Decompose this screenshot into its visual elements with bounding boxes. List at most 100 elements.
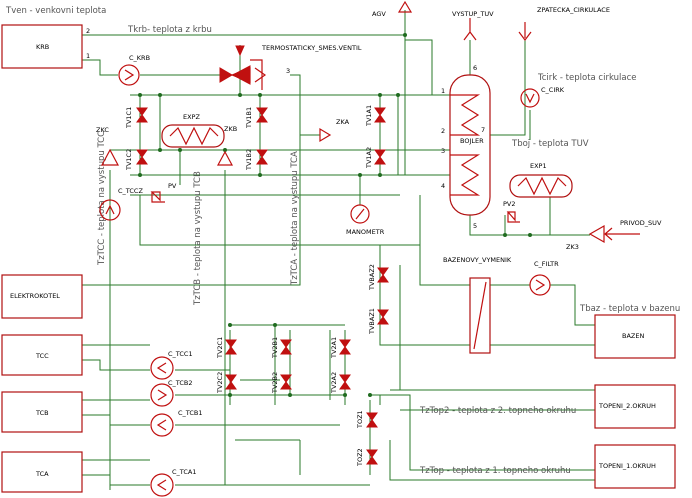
- label-tbaz: Tbaz - teplota v bazenu: [579, 304, 680, 314]
- bazenovy-label: BAZENOVY_VYMENIK: [443, 256, 512, 264]
- vystup-tuv[interactable]: VYSTUP_TUV: [452, 10, 494, 41]
- tv1a2-label: TV1A2: [365, 147, 373, 169]
- c-tcb2-label: C_TCB2: [168, 379, 193, 387]
- c-tca1-label: C_TCA1: [172, 468, 197, 476]
- pump-c-tcb2[interactable]: C_TCB2: [150, 379, 193, 407]
- svg-text:6: 6: [473, 64, 477, 72]
- exp1-tank[interactable]: EXP1: [509, 162, 573, 198]
- tv2b1-label: TV2B1: [271, 337, 279, 359]
- box-topeni2-label: TOPENI_2.OKRUH: [598, 402, 656, 410]
- wires: [82, 10, 595, 490]
- label-tztcc: TzTCC - teplota na vystupu TCC: [97, 131, 107, 266]
- zpatecka-label: ZPATECKA_CIRKULACE: [537, 6, 610, 14]
- expz-tank[interactable]: EXPZ: [161, 113, 225, 148]
- box-topeni2[interactable]: TOPENI_2.OKRUH: [594, 384, 676, 429]
- label-tztop: TzTop - teplota z 1. topneho okruhu: [419, 466, 571, 476]
- label-tztop2: TzTop2 - teplota z 2. topneho okruhu: [419, 406, 576, 416]
- pump-c-tcc1[interactable]: C_TCC1: [150, 350, 193, 380]
- tv2a2-label: TV2A2: [330, 372, 338, 394]
- label-tztcb: TzTCB - teplota na vystupu TCB: [193, 171, 203, 306]
- zka-valve[interactable]: ZKA: [319, 118, 350, 143]
- agv-valve[interactable]: AGV: [372, 0, 413, 18]
- c-krb-label: C_KRB: [129, 54, 150, 62]
- box-topeni1[interactable]: TOPENI_1.OKRUH: [594, 444, 676, 489]
- pump-c-filtr[interactable]: C_FILTR: [529, 260, 559, 296]
- c-filtr-label: C_FILTR: [534, 260, 559, 268]
- box-tcb-label: TCB: [35, 409, 49, 417]
- tv1c2-label: TV1C2: [125, 149, 133, 171]
- zkc-label: ZKC: [96, 126, 109, 134]
- valves-two-way[interactable]: [136, 107, 389, 465]
- c-tcb1-label: C_TCB1: [178, 409, 203, 417]
- bojler[interactable]: BOJLER 1 2 3 4 6 7 5: [441, 64, 491, 230]
- expz-label: EXPZ: [183, 113, 200, 121]
- box-tca[interactable]: TCA: [1, 451, 83, 493]
- privod-label: PRIVOD_SUV: [620, 219, 662, 227]
- svg-text:2: 2: [441, 127, 445, 135]
- zpatecka-cirkulace[interactable]: ZPATECKA_CIRKULACE: [518, 6, 610, 41]
- box-krb-label: KRB: [36, 43, 49, 51]
- tv1a1-label: TV1A1: [365, 105, 373, 127]
- termostaticky-ventil[interactable]: TERMOSTATICKY_SMES.VENTIL 3: [219, 44, 362, 90]
- box-tcc[interactable]: TCC: [1, 334, 83, 376]
- manometr[interactable]: MANOMETR: [346, 204, 385, 236]
- tv2a1-label: TV2A1: [330, 337, 338, 359]
- exp1-label: EXP1: [530, 162, 547, 170]
- privod-suv[interactable]: PRIVOD_SUV: [604, 219, 662, 241]
- zkc-valve[interactable]: ZKC: [96, 126, 119, 166]
- label-tztca: TzTCA - teplota na vystupu TCA: [290, 151, 300, 286]
- c-tccz-label: C_TCCZ: [118, 187, 143, 195]
- c-tcc1-label: C_TCC1: [168, 350, 193, 358]
- manometr-label: MANOMETR: [346, 228, 385, 236]
- pump-c-tccz[interactable]: C_TCCZ: [99, 187, 143, 221]
- tvbaz2-label: TVBAZ2: [368, 264, 376, 291]
- label-tcirk: Tcirk - teplota cirkulace: [537, 73, 637, 83]
- tv2c2-label: TV2C2: [216, 372, 224, 394]
- tvbaz1-label: TVBAZ1: [368, 308, 376, 335]
- tz21-label: TOZ1: [356, 410, 364, 429]
- svg-text:3: 3: [286, 67, 290, 75]
- box-topeni1-label: TOPENI_1.OKRUH: [598, 462, 656, 470]
- svg-text:1: 1: [86, 52, 90, 60]
- bazenovy-vymenik[interactable]: BAZENOVY_VYMENIK: [443, 256, 512, 354]
- c-cirk-label: C_CIRK: [541, 86, 565, 94]
- svg-text:3: 3: [441, 147, 445, 155]
- box-tcc-label: TCC: [35, 352, 49, 360]
- box-krb[interactable]: KRB 2 1: [1, 24, 90, 69]
- tv2c1-label: TV2C1: [216, 337, 224, 359]
- zk3-valve[interactable]: ZK3: [566, 224, 605, 251]
- svg-text:4: 4: [441, 182, 445, 190]
- box-bazen[interactable]: BAZEN: [594, 314, 676, 359]
- box-tcb[interactable]: TCB: [1, 391, 83, 433]
- bojler-label: BOJLER: [460, 137, 484, 145]
- label-tboj: Tboj - teplota TUV: [511, 139, 589, 149]
- tz22-label: TOZ2: [356, 448, 364, 467]
- box-elektrokotel-label: ELEKTROKOTEL: [10, 292, 60, 300]
- pv2-valve[interactable]: PV2: [503, 200, 520, 223]
- zka-label: ZKA: [336, 118, 350, 126]
- agv-label: AGV: [372, 10, 386, 18]
- svg-text:1: 1: [441, 87, 445, 95]
- box-elektrokotel[interactable]: ELEKTROKOTEL: [1, 274, 83, 319]
- svg-text:2: 2: [86, 27, 90, 35]
- svg-text:7: 7: [481, 126, 485, 134]
- termo-label: TERMOSTATICKY_SMES.VENTIL: [261, 44, 362, 52]
- pump-c-cirk[interactable]: C_CIRK: [520, 86, 565, 108]
- tv1c1-label: TV1C1: [125, 107, 133, 129]
- pump-c-krb[interactable]: C_KRB: [118, 54, 150, 86]
- box-tca-label: TCA: [35, 470, 49, 478]
- tv1b2-label: TV1B2: [245, 149, 253, 171]
- pump-c-tcb1[interactable]: C_TCB1: [150, 409, 203, 437]
- pv-valve[interactable]: PV: [150, 182, 177, 203]
- zkb-valve[interactable]: ZKB: [216, 125, 237, 166]
- tv1b1-label: TV1B1: [245, 107, 253, 129]
- label-tkrb: Tkrb- teplota z krbu: [127, 25, 212, 35]
- zkb-label: ZKB: [224, 125, 237, 133]
- vystup-label: VYSTUP_TUV: [452, 10, 494, 18]
- tv2b2-label: TV2B2: [271, 372, 279, 394]
- svg-text:5: 5: [473, 222, 477, 230]
- pump-c-tca1[interactable]: C_TCA1: [150, 468, 197, 497]
- box-bazen-label: BAZEN: [622, 332, 644, 340]
- pv-label: PV: [168, 182, 177, 190]
